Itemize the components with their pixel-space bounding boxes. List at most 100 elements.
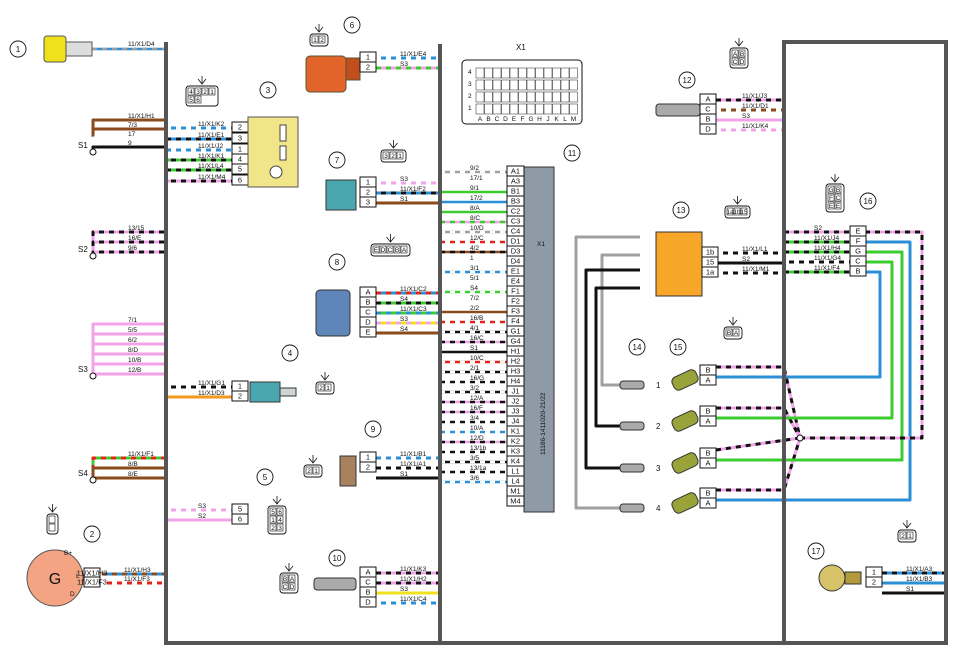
wire-label: S4 xyxy=(470,285,478,292)
wire-pink xyxy=(91,362,166,376)
wire-label: 9/2 xyxy=(470,165,479,172)
wire-label: 11/X1/L1 xyxy=(742,246,768,253)
plug-cell xyxy=(834,193,842,202)
plug-cell xyxy=(725,328,733,337)
plug-pin-label: B xyxy=(727,330,731,337)
pin-label: F xyxy=(856,237,861,246)
pin-label: C3 xyxy=(511,217,521,226)
callout-circle xyxy=(328,151,346,169)
callout-circle xyxy=(281,344,299,362)
wire-label: 11/X1/J4 xyxy=(814,235,840,242)
component-3-motor xyxy=(269,165,283,179)
plug-pin-label: 3 xyxy=(384,153,388,160)
plug-release-icon xyxy=(314,24,324,33)
grid-row-label: 3 xyxy=(468,81,472,88)
grid-col-label: D xyxy=(503,116,508,123)
wire-label: 2/2 xyxy=(470,305,479,312)
wire-gray xyxy=(574,235,640,510)
connector-x1-block-label: X1 xyxy=(537,241,545,248)
pin-label: B xyxy=(705,449,710,458)
plug-cell xyxy=(317,383,325,392)
plug-cell xyxy=(276,523,284,532)
pin-label: 1a xyxy=(706,268,715,277)
pin-label: D1 xyxy=(511,237,521,246)
pin-label: 2 xyxy=(872,578,876,587)
grid-col-label: E xyxy=(512,116,517,123)
wire-green xyxy=(716,250,904,462)
grid-cell xyxy=(501,91,510,103)
pin-box xyxy=(865,576,883,588)
pin-label: A xyxy=(705,95,710,104)
wire-label: 11/X1/H3 xyxy=(124,567,151,574)
callout-circle xyxy=(859,192,877,210)
wire-green xyxy=(716,260,894,420)
pin-label: 11/X1/F3 xyxy=(77,578,107,587)
plug-cell xyxy=(389,151,397,160)
injector-body xyxy=(671,369,699,391)
grid-cell xyxy=(484,103,493,115)
plug-cell xyxy=(194,87,202,96)
grid-cell xyxy=(492,91,502,103)
grid-cell xyxy=(475,67,485,79)
wire-blue xyxy=(716,270,882,379)
sensor-12-body xyxy=(655,103,701,117)
wire-label: 12/B xyxy=(128,367,141,374)
wire-label: 5/5 xyxy=(128,327,137,334)
pin-label: 1 xyxy=(366,453,370,462)
spark-plug xyxy=(619,421,645,431)
pin-label: C xyxy=(705,105,711,114)
wire-label: 11/X1/E1 xyxy=(198,132,225,139)
plug-cell xyxy=(305,466,313,475)
pin-label: 6 xyxy=(238,515,242,524)
plug-cell xyxy=(288,574,296,583)
callout-number: 16 xyxy=(864,197,873,206)
plug-pin-label: 1 xyxy=(326,385,330,392)
plug-cell xyxy=(281,582,289,591)
plug-cell xyxy=(194,95,202,104)
ground-frame-right xyxy=(440,40,948,645)
plug-pin-label: 6 xyxy=(278,509,282,516)
pin-label: F3 xyxy=(511,307,520,316)
pin-label: 1 xyxy=(366,178,370,187)
plug-pin-label: C xyxy=(733,59,738,66)
callout-number: 4 xyxy=(288,349,293,358)
wire-label: S3 xyxy=(742,113,750,120)
grid-cell xyxy=(501,103,510,115)
plug-pin-label: 4 xyxy=(189,89,193,96)
plug-release-icon xyxy=(389,140,398,149)
grid-cell xyxy=(552,103,561,115)
plug-pin-label: E xyxy=(836,203,841,210)
plug-cell xyxy=(201,87,209,96)
grid-cell xyxy=(501,79,510,91)
grid-col-label: C xyxy=(495,116,500,123)
plug-cell xyxy=(738,57,746,66)
wire-label: S1 xyxy=(400,471,408,478)
wire-label: 13/1a xyxy=(470,465,487,472)
wire-label: 6/2 xyxy=(128,337,137,344)
wire-label: 11/X1/K3 xyxy=(400,566,427,573)
pin-label: M1 xyxy=(510,487,520,496)
plug-pin-label: A xyxy=(402,247,407,254)
wire-label: 11/X1/K1 xyxy=(198,153,225,160)
wire-label: 3/2 xyxy=(470,385,479,392)
callout-number: 3 xyxy=(266,86,271,95)
wire-label: 12/D xyxy=(470,435,484,442)
plug-pin-label: 15 xyxy=(740,209,748,216)
component-3-resistor xyxy=(279,124,287,142)
grid-cell xyxy=(509,103,519,115)
wire-label: 11/X1/B1 xyxy=(400,451,427,458)
spark-plug xyxy=(619,380,645,390)
callout-number: 1 xyxy=(16,45,21,54)
pin-label: 3 xyxy=(238,134,242,143)
plug-cell xyxy=(372,245,380,254)
plug-cell xyxy=(48,523,56,532)
wire-label: 11/X1/H2 xyxy=(400,576,427,583)
wire-label: 11/X1/F2 xyxy=(400,186,426,193)
plug-cell xyxy=(281,574,289,583)
wire-black xyxy=(594,286,640,428)
wire-label: 7/2 xyxy=(470,295,479,302)
callout-number: 15 xyxy=(674,343,683,352)
grid-row-label: 1 xyxy=(468,105,472,112)
plug-pin-label: B xyxy=(395,247,399,254)
pin-box xyxy=(849,265,867,277)
